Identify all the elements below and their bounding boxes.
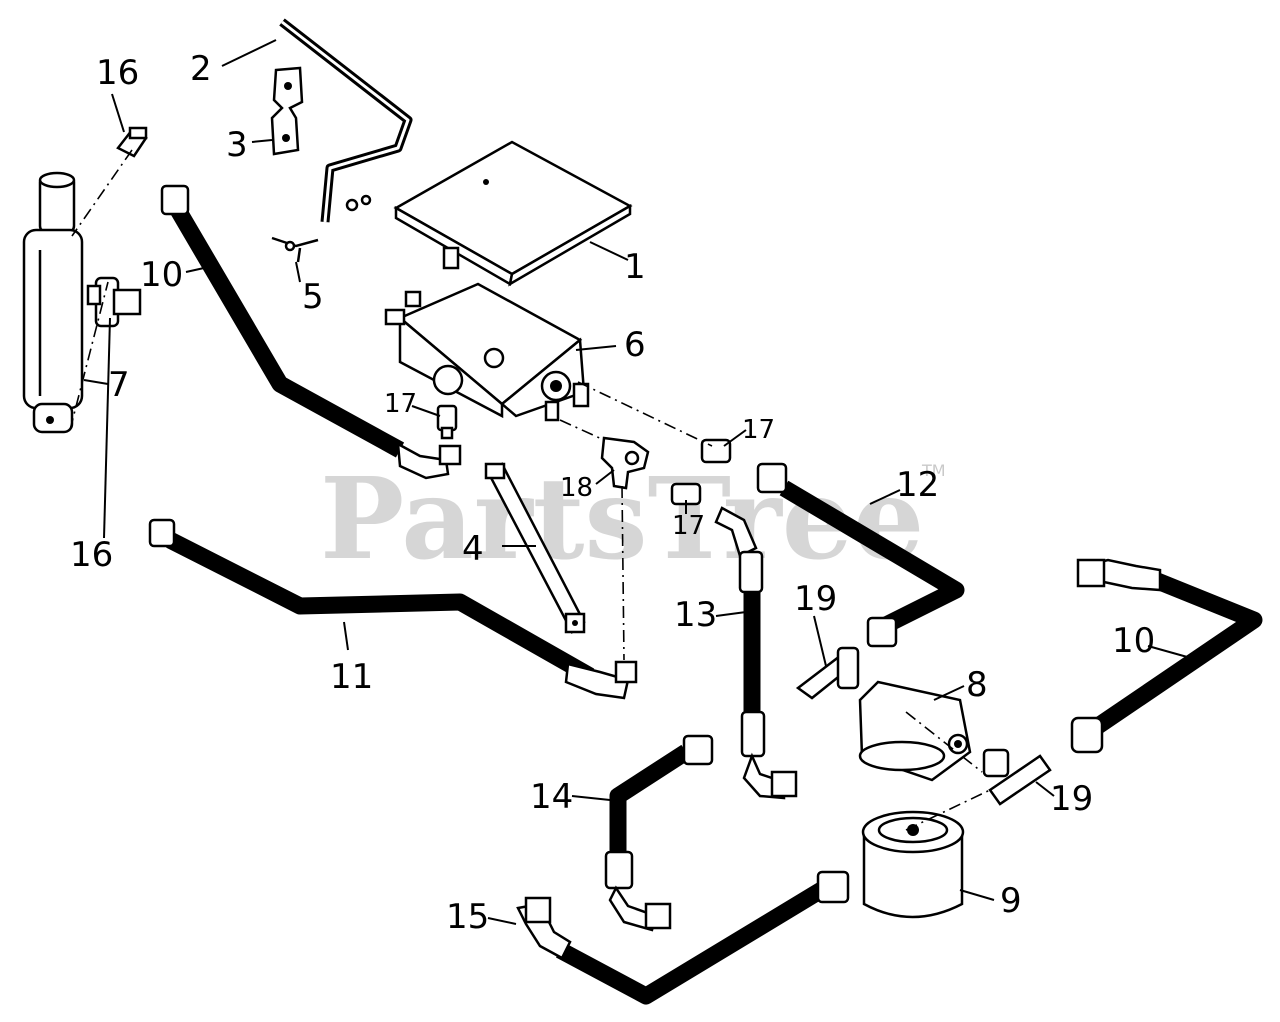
callout-16-bottom: 16 — [70, 535, 113, 575]
callout-18: 18 — [560, 473, 593, 503]
part-13-hose[interactable] — [714, 506, 798, 800]
part-7-cylinder[interactable] — [22, 171, 84, 434]
part-15-hose[interactable] — [516, 870, 850, 1005]
callout-17-b: 17 — [742, 415, 775, 445]
part-12-hose[interactable] — [756, 462, 965, 648]
leader-lines — [83, 39, 1199, 925]
callout-12: 12 — [896, 465, 939, 505]
callout-11: 11 — [330, 657, 373, 697]
callout-5: 5 — [302, 277, 324, 317]
callout-9: 9 — [1000, 881, 1022, 921]
callouts: 2 3 16 1 5 6 7 10 17 17 18 17 12 16 4 11… — [70, 49, 1155, 937]
part-4-strap[interactable] — [484, 462, 586, 634]
part-16-tee-bottom[interactable] — [86, 276, 142, 328]
callout-7: 7 — [108, 365, 130, 405]
part-3-bracket[interactable] — [270, 66, 304, 156]
part-14-hose[interactable] — [604, 734, 714, 932]
part-9-filter[interactable] — [861, 810, 965, 919]
callout-13: 13 — [674, 595, 717, 635]
watermark-tm: TM — [921, 461, 946, 480]
callout-4: 4 — [462, 529, 484, 569]
callout-6: 6 — [624, 325, 646, 365]
part-16-elbow-top[interactable] — [116, 126, 148, 158]
part-10-hose-right[interactable] — [1070, 558, 1263, 754]
part-8-filter-head[interactable] — [858, 680, 972, 782]
callout-3: 3 — [226, 125, 248, 165]
part-1-plate[interactable] — [393, 140, 633, 287]
part-19-tee-a[interactable] — [795, 646, 860, 700]
callout-15: 15 — [446, 897, 489, 937]
callout-8: 8 — [966, 665, 988, 705]
part-19-tee-b[interactable] — [982, 748, 1052, 806]
callout-2: 2 — [190, 49, 212, 89]
part-5-clip[interactable] — [271, 236, 319, 263]
part-17-fitting-a[interactable] — [436, 404, 458, 440]
callout-16-top: 16 — [96, 53, 139, 93]
part-11-hose[interactable] — [148, 518, 638, 700]
assembly-lines — [69, 149, 991, 831]
callout-19-a: 19 — [794, 579, 837, 619]
part-2-lift-rod[interactable] — [279, 18, 413, 223]
callout-19-b: 19 — [1050, 779, 1093, 819]
callout-17-c: 17 — [672, 511, 705, 541]
callout-1: 1 — [624, 247, 646, 287]
callout-10-left: 10 — [140, 255, 183, 295]
part-10-hose-left[interactable] — [160, 184, 462, 480]
part-18-elbow[interactable] — [600, 436, 650, 490]
callout-14: 14 — [530, 777, 573, 817]
callout-17-a: 17 — [384, 389, 417, 419]
part-17-fitting-b[interactable] — [700, 438, 732, 464]
callout-10-right: 10 — [1112, 621, 1155, 661]
part-6-control-valve[interactable] — [384, 282, 590, 422]
